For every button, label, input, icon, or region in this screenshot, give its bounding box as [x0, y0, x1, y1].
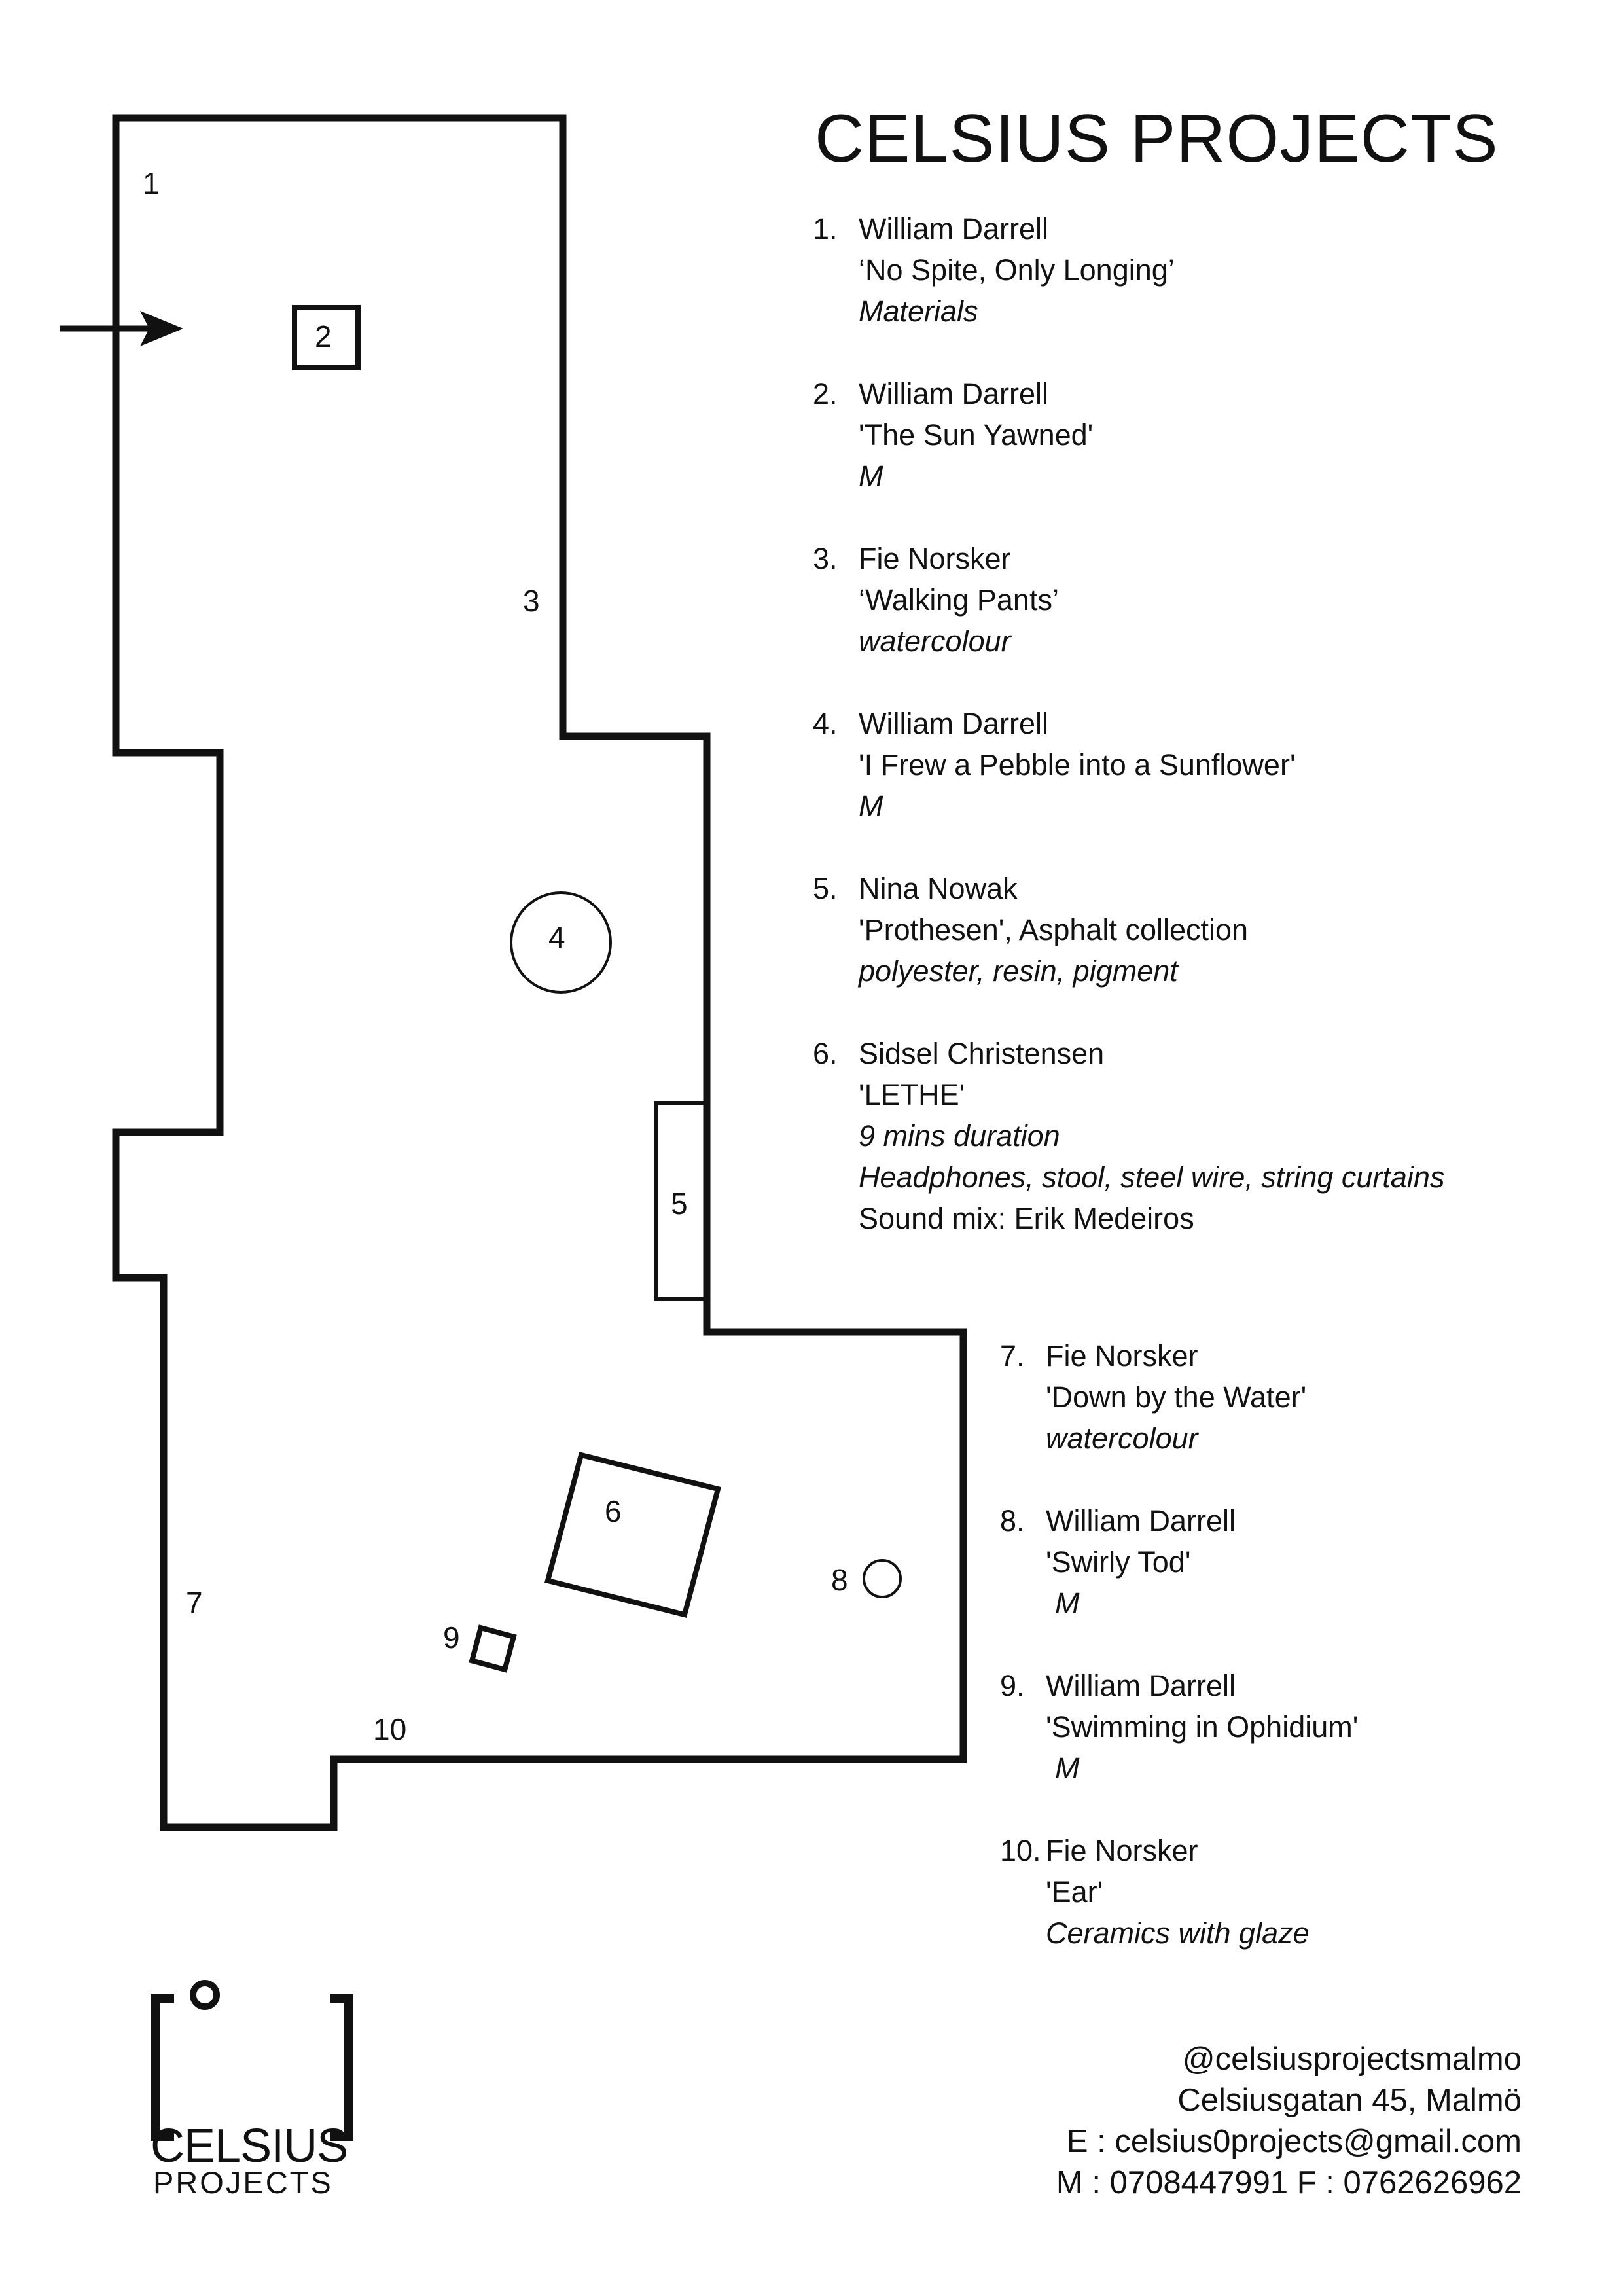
work-title: ‘No Spite, Only Longing’: [859, 253, 1175, 287]
work-title: ‘Walking Pants’: [859, 583, 1059, 617]
logo-word-1: CELSIUS: [151, 2120, 348, 2172]
work-artist: William Darrell: [1046, 1504, 1236, 1537]
work-entry-7: 7. Fie Norsker 'Down by the Water' water…: [1000, 1335, 1306, 1459]
work-title: 'Swirly Tod': [1046, 1545, 1191, 1579]
work-number: 4.: [813, 707, 838, 740]
work-medium: Ceramics with glaze: [1046, 1916, 1310, 1950]
floor-plan: 1 2 3 4 5 6 7 8 9 10: [60, 114, 967, 1831]
work-number: 1.: [813, 212, 838, 245]
work-credit: Sound mix: Erik Medeiros: [859, 1202, 1194, 1235]
work-entry-4: 4. William Darrell 'I Frew a Pebble into…: [813, 703, 1296, 827]
contact-block: @celsiusprojectsmalmo Celsiusgatan 45, M…: [1056, 2039, 1522, 2204]
work-artist: Fie Norsker: [1046, 1834, 1198, 1867]
work-artist: William Darrell: [859, 212, 1048, 245]
work-title: 'Swimming in Ophidium': [1046, 1710, 1359, 1744]
work-title: 'The Sun Yawned': [859, 418, 1094, 452]
work-number: 8.: [1000, 1504, 1025, 1537]
plinth-9: [469, 1624, 517, 1673]
plan-label-3: 3: [523, 584, 540, 618]
plinth-2: [292, 305, 361, 370]
work-medium: watercolour: [859, 624, 1011, 658]
plan-label-10: 10: [373, 1712, 406, 1746]
work-medium: M: [1055, 1587, 1080, 1620]
email: E : celsius0projects@gmail.com: [1066, 2124, 1522, 2159]
work-artist: Sidsel Christensen: [859, 1037, 1105, 1070]
logo-word-2: PROJECTS: [153, 2165, 333, 2200]
work-entry-1: 1. William Darrell ‘No Spite, Only Longi…: [813, 208, 1175, 332]
work-artist: Fie Norsker: [859, 542, 1011, 575]
work-entry-2: 2. William Darrell 'The Sun Yawned' M: [813, 373, 1093, 497]
address: Celsiusgatan 45, Malmö: [1177, 2083, 1522, 2118]
plan-label-4: 4: [548, 920, 565, 954]
page-title: CELSIUS PROJECTS: [815, 101, 1499, 177]
work-number: 7.: [1000, 1339, 1025, 1372]
logo-left-bracket: [151, 1994, 174, 2141]
instagram-handle: @celsiusprojectsmalmo: [1182, 2041, 1522, 2077]
work-medium: M: [1055, 1751, 1080, 1785]
work-number: 6.: [813, 1037, 838, 1070]
work-entry-6: 6. Sidsel Christensen 'LETHE' 9 mins dur…: [813, 1033, 1444, 1239]
work-entry-8: 8. William Darrell 'Swirly Tod' M: [1000, 1500, 1236, 1624]
work-entry-10: 10. Fie Norsker 'Ear' Ceramics with glaz…: [1000, 1830, 1310, 1954]
wall-piece-5: [654, 1101, 707, 1301]
work-title: 'LETHE': [859, 1078, 965, 1111]
celsius-projects-logo: CELSIUS PROJECTS: [151, 1980, 353, 2200]
work-number: 5.: [813, 872, 838, 905]
work-artist: William Darrell: [859, 707, 1048, 740]
work-medium: polyester, resin, pigment: [859, 954, 1178, 988]
degree-symbol-icon: [190, 1980, 220, 2010]
work-medium: Materials: [859, 295, 978, 328]
plinth-4: [510, 891, 612, 994]
work-medium: watercolour: [1046, 1422, 1198, 1455]
plan-label-1: 1: [143, 166, 160, 200]
plan-label-2: 2: [315, 319, 332, 353]
work-number: 10.: [1000, 1834, 1041, 1867]
work-medium: M: [859, 789, 883, 823]
phone-numbers: M : 0708447991 F : 0762626962: [1056, 2165, 1522, 2200]
plan-label-6: 6: [605, 1494, 622, 1528]
work-title: 'Prothesen', Asphalt collection: [859, 913, 1249, 946]
plan-label-5: 5: [671, 1187, 688, 1221]
work-entry-5: 5. Nina Nowak 'Prothesen', Asphalt colle…: [813, 868, 1248, 992]
plinth-8: [863, 1559, 902, 1598]
work-duration: 9 mins duration: [859, 1119, 1060, 1153]
work-title: 'Ear': [1046, 1875, 1103, 1909]
plan-label-9: 9: [443, 1621, 460, 1655]
plan-label-7: 7: [186, 1586, 203, 1620]
plan-label-8: 8: [831, 1563, 848, 1597]
logo-right-bracket: [330, 1994, 353, 2141]
work-number: 3.: [813, 542, 838, 575]
work-title: 'Down by the Water': [1046, 1380, 1307, 1414]
gallery-outline: [112, 114, 967, 1831]
work-artist: Fie Norsker: [1046, 1339, 1198, 1372]
work-artist: Nina Nowak: [859, 872, 1018, 905]
work-entry-3: 3. Fie Norsker ‘Walking Pants’ watercolo…: [813, 538, 1059, 662]
work-number: 2.: [813, 377, 838, 410]
work-number: 9.: [1000, 1669, 1025, 1702]
work-title: 'I Frew a Pebble into a Sunflower': [859, 748, 1296, 781]
entrance-arrow: [60, 311, 183, 346]
work-artist: William Darrell: [859, 377, 1048, 410]
work-medium: M: [859, 459, 883, 493]
installation-6: [544, 1452, 721, 1618]
work-entry-9: 9. William Darrell 'Swimming in Ophidium…: [1000, 1665, 1358, 1789]
work-medium: Headphones, stool, steel wire, string cu…: [859, 1160, 1445, 1194]
work-artist: William Darrell: [1046, 1669, 1236, 1702]
